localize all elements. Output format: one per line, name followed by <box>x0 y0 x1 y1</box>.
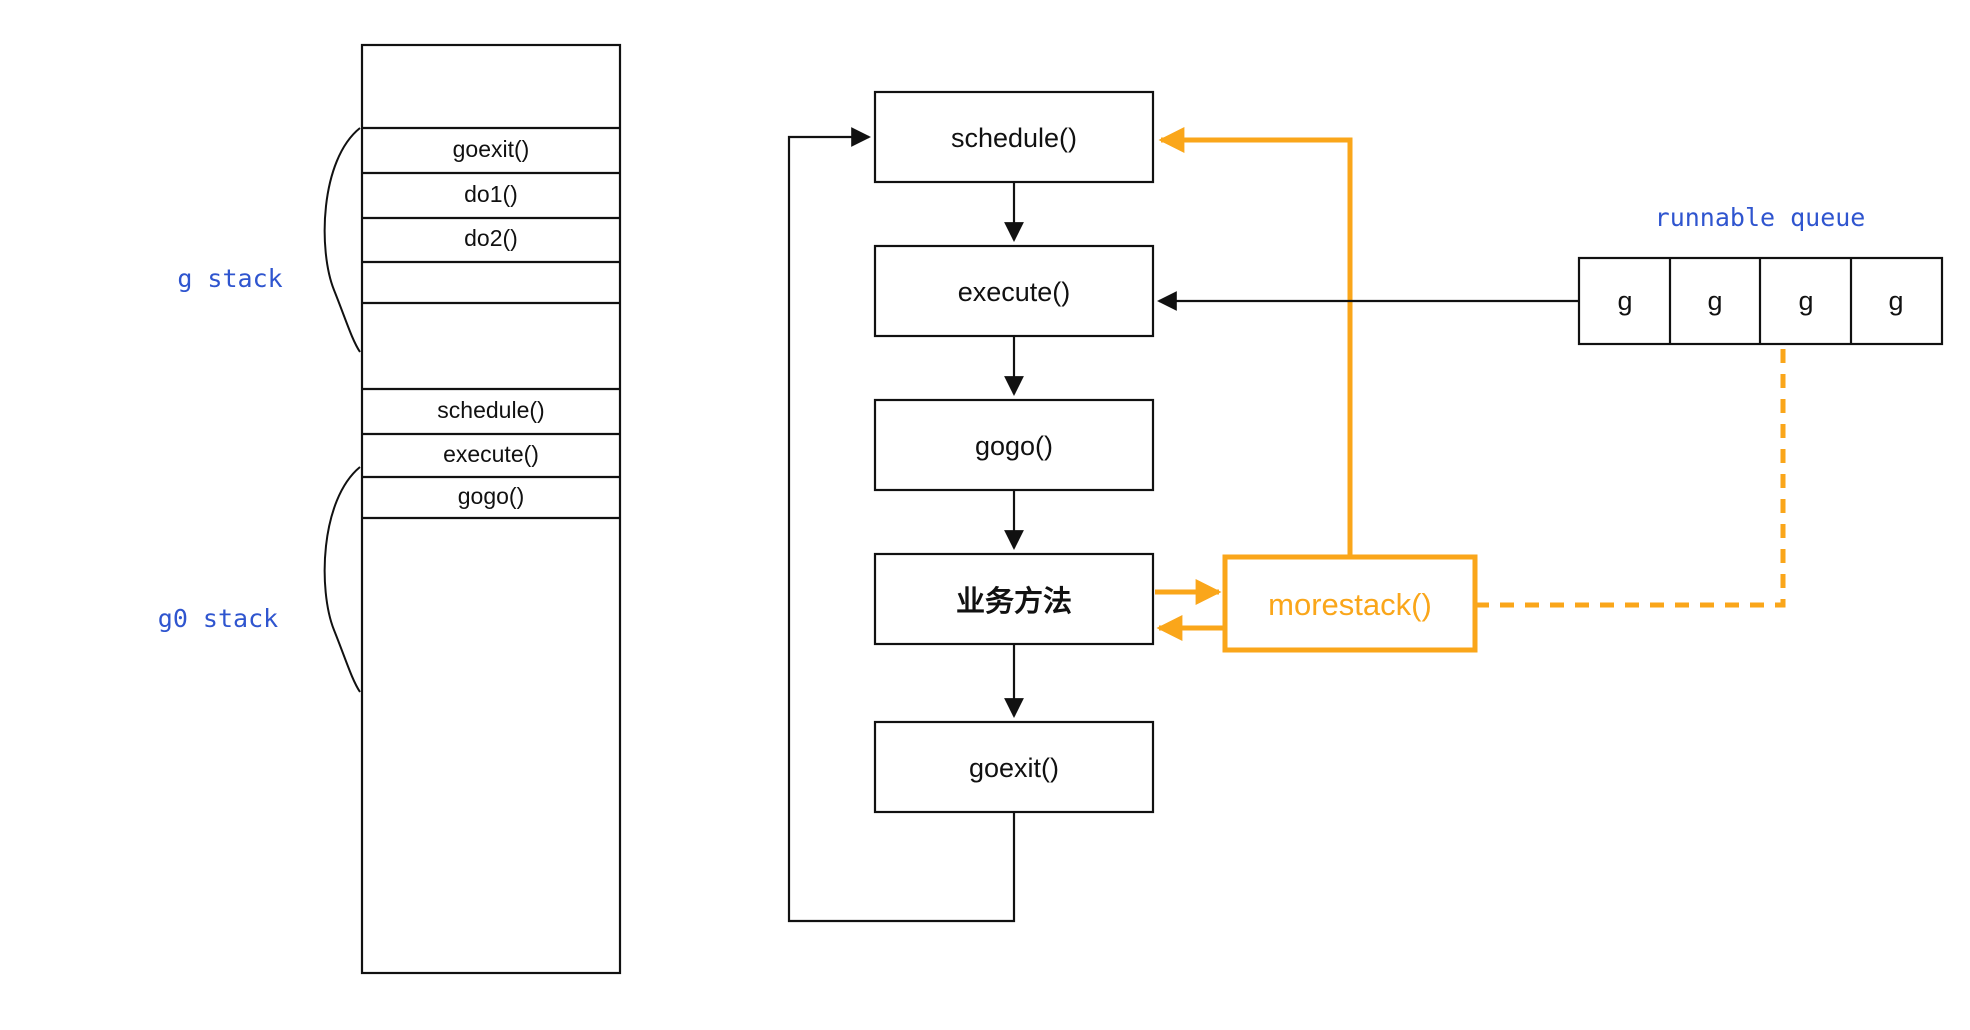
flow-node-morestack[interactable] <box>1222 554 1478 653</box>
morestack-group: morestack() <box>1155 127 1786 653</box>
stack-cell-label: schedule() <box>437 397 544 423</box>
stack-panel: goexit() do1() do2() schedule() execute(… <box>158 43 622 975</box>
connector-goexit-to-schedule-loop <box>787 127 1016 923</box>
stack-cell-label: gogo() <box>458 483 524 509</box>
queue-cell-label[interactable]: g <box>1617 286 1632 316</box>
g0-stack-annotation: g0 stack <box>158 604 278 633</box>
g-stack-annotation: g stack <box>177 264 282 293</box>
queue-cell-label[interactable]: g <box>1798 286 1813 316</box>
stack-outline <box>360 43 622 975</box>
flow-node-business-label: 业务方法 <box>956 584 1072 618</box>
stack-cell-label: do1() <box>464 181 518 207</box>
stack-cell-label: execute() <box>443 441 539 467</box>
connector-morestack-to-queue-dashed <box>1475 347 1786 608</box>
runnable-queue-title: runnable queue <box>1655 203 1866 232</box>
flow-node-goexit-label: goexit() <box>969 753 1059 783</box>
flow-node-schedule-label: schedule() <box>951 123 1077 153</box>
connector-morestack-to-schedule <box>1158 127 1353 557</box>
runnable-queue-group: runnable queue g g g g <box>1157 203 1944 346</box>
g0-stack-brace <box>323 466 361 693</box>
flow-chart: schedule() execute() gogo() 业务方法 goexit(… <box>787 90 1155 923</box>
flow-node-execute-label: execute() <box>958 277 1071 307</box>
g-stack-brace <box>323 127 361 353</box>
flow-node-gogo-label: gogo() <box>975 431 1053 461</box>
stack-cell-label: do2() <box>464 225 518 251</box>
stack-cell-label: goexit() <box>453 136 530 162</box>
flow-node-goexit[interactable] <box>873 720 1155 814</box>
queue-cell-label[interactable]: g <box>1888 286 1903 316</box>
queue-cell-label[interactable]: g <box>1707 286 1722 316</box>
flow-node-morestack-label: morestack() <box>1268 587 1432 622</box>
